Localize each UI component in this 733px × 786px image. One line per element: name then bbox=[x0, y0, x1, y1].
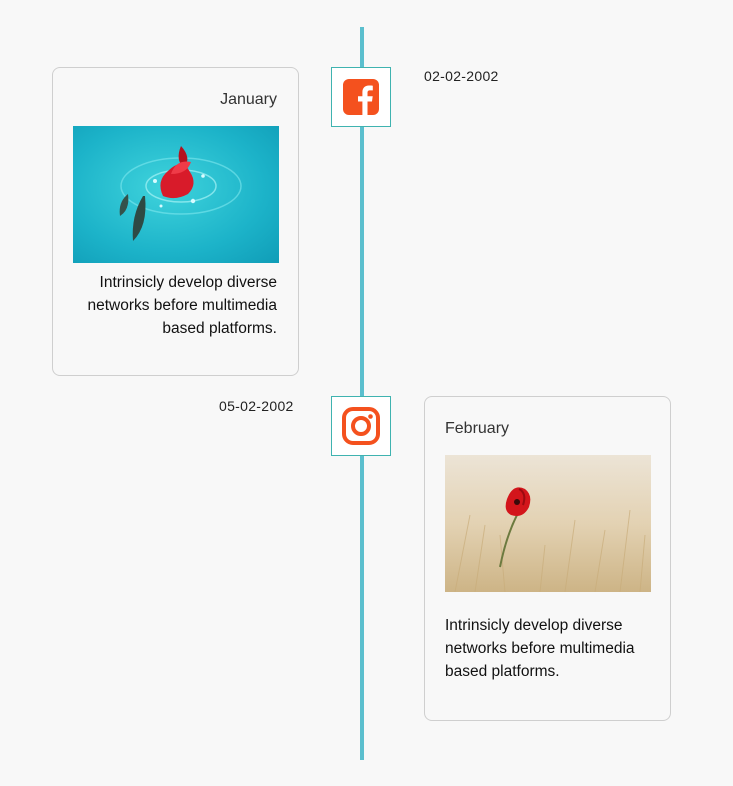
facebook-icon bbox=[343, 79, 379, 115]
timeline-marker-facebook[interactable] bbox=[331, 67, 391, 127]
timeline-date: 02-02-2002 bbox=[424, 68, 499, 84]
card-description: Intrinsicly develop diverse networks bef… bbox=[87, 274, 277, 337]
card-image bbox=[445, 455, 651, 592]
card-image bbox=[73, 126, 279, 263]
timeline-card: January Intrinsicly develop diver bbox=[52, 67, 299, 376]
instagram-icon bbox=[342, 407, 380, 445]
card-title: February bbox=[445, 420, 510, 437]
timeline-card: February bbox=[424, 396, 671, 721]
timeline-marker-instagram[interactable] bbox=[331, 396, 391, 456]
timeline-date: 05-02-2002 bbox=[219, 398, 294, 414]
card-title: January bbox=[220, 91, 277, 108]
card-description: Intrinsicly develop diverse networks bef… bbox=[445, 617, 635, 680]
timeline-line bbox=[360, 27, 364, 760]
